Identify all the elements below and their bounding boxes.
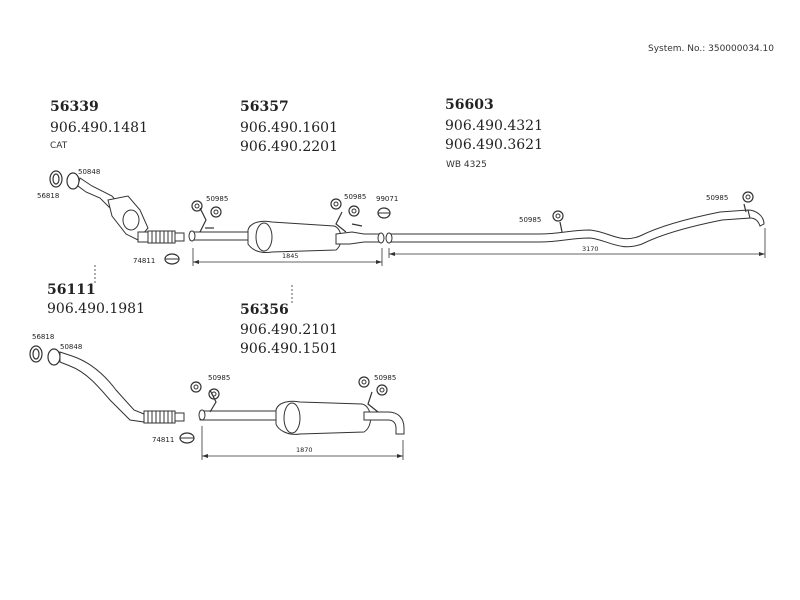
part-number-56603: 56603	[445, 97, 494, 113]
rubber-hanger	[190, 381, 220, 400]
tailpipe-tip	[747, 209, 765, 227]
hanger-bracket	[351, 223, 363, 227]
pipe	[199, 410, 279, 421]
oe-number: 906.490.1981	[47, 301, 145, 317]
rubber-hanger	[552, 210, 564, 222]
part-number-56356: 56356	[240, 302, 289, 318]
oe-number: 906.490.2101	[240, 322, 338, 338]
silencer-end	[283, 402, 301, 434]
front-pipe	[29, 345, 195, 444]
dimension-1870	[201, 426, 404, 460]
hanger-pin	[559, 221, 563, 233]
flange-ring	[47, 348, 61, 366]
catalyst-detail	[122, 209, 140, 231]
hanger-pin	[743, 203, 747, 213]
hanger-bracket	[335, 211, 347, 233]
pipe	[189, 231, 251, 241]
part-number-56339: 56339	[50, 99, 99, 115]
center-silencer	[188, 207, 385, 253]
rear-silencer	[198, 389, 405, 435]
rear-tailpipe	[385, 203, 765, 248]
pipe-outlet	[174, 232, 185, 242]
rubber-hanger	[191, 200, 222, 218]
hanger-bracket	[367, 391, 379, 413]
callout-99071: 99071	[376, 195, 398, 203]
rubber-hanger	[358, 376, 388, 396]
flange-gasket	[29, 345, 43, 363]
callout-56818: 56818	[37, 192, 59, 200]
callout-50985: 50985	[344, 193, 366, 201]
catalyst-note: CAT	[50, 141, 68, 151]
flange-gasket	[49, 170, 63, 188]
callout-50985: 50985	[208, 374, 230, 382]
rubber-hanger	[742, 191, 754, 203]
wheelbase-note: WB 4325	[446, 160, 487, 170]
tailpipe	[363, 411, 405, 435]
silencer-body	[275, 400, 371, 435]
silencer-body	[247, 220, 342, 253]
callout-74811: 74811	[152, 436, 174, 444]
dimension-3170	[388, 228, 766, 258]
oe-number: 906.490.1601	[240, 120, 338, 136]
hanger-bracket	[209, 389, 217, 413]
callout-74811: 74811	[133, 257, 155, 265]
callout-50985: 50985	[706, 194, 728, 202]
callout-50985: 50985	[206, 195, 228, 203]
oe-number: 906.490.3621	[445, 137, 543, 153]
silencer-end	[255, 222, 273, 252]
system-number: System. No.: 350000034.10	[648, 44, 774, 54]
tailpipe	[387, 209, 751, 248]
rubber-hanger	[330, 198, 360, 217]
oe-number: 906.490.1501	[240, 341, 338, 357]
callout-50848: 50848	[60, 343, 82, 351]
dimension-label: 1845	[282, 252, 299, 260]
part-number-56111: 56111	[47, 282, 96, 298]
callout-56818: 56818	[32, 333, 54, 341]
pipe	[335, 231, 383, 245]
pipe	[59, 351, 145, 423]
clamp-99071	[377, 207, 391, 219]
callout-50985: 50985	[519, 216, 541, 224]
hanger-bracket	[199, 207, 207, 233]
dimension-label: 3170	[582, 245, 599, 253]
part-number-56357: 56357	[240, 99, 289, 115]
callout-50848: 50848	[78, 168, 100, 176]
dimension-label: 1870	[296, 446, 313, 454]
oe-number: 906.490.2201	[240, 139, 338, 155]
flange-gasket-inner	[52, 173, 60, 185]
callout-50985: 50985	[374, 374, 396, 382]
pipe-outlet	[174, 412, 185, 422]
oe-number: 906.490.4321	[445, 118, 543, 134]
front-pipe-catalyst	[49, 170, 185, 265]
oe-number: 906.490.1481	[50, 120, 148, 136]
pipe-connector	[137, 231, 149, 243]
dimension-1845	[192, 248, 383, 266]
